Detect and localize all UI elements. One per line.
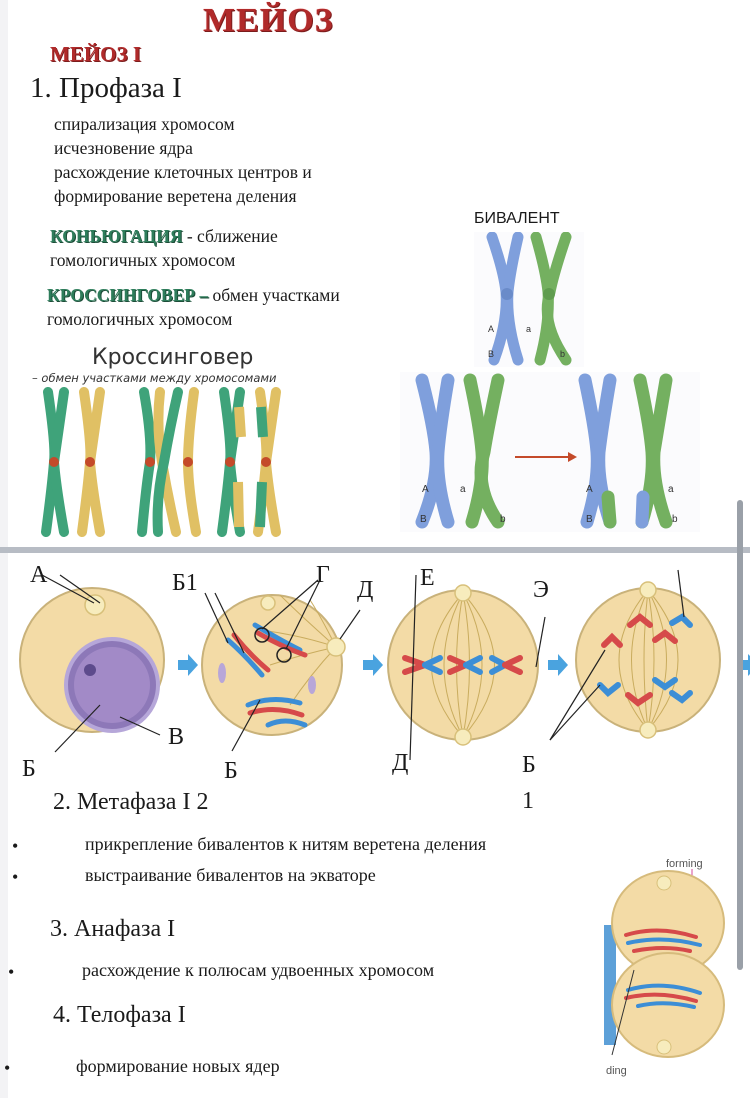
meiosis-stages-illustration — [19, 569, 750, 761]
metaphase-item: выстраивание бивалентов на экваторе — [85, 865, 376, 885]
bullet: • — [4, 1058, 11, 1078]
allele-label: B — [488, 349, 494, 359]
metaphase-item: прикрепление бивалентов к нитям веретена… — [85, 834, 487, 854]
allele-label: B — [586, 514, 593, 525]
prophase-line: расхождение клеточных центров и — [54, 162, 312, 182]
label-a: А — [30, 562, 48, 588]
allele-label: b — [560, 349, 565, 359]
allele-label: A — [586, 484, 593, 495]
telophase-bottom-label: ding — [606, 1065, 627, 1077]
crossing-over-exchange-illustration: A a B b A a B b — [400, 372, 700, 532]
crossing-figure-caption: – обмен участками между хромосомами — [32, 371, 277, 385]
anaphase-heading: 3. Анафаза I — [50, 916, 176, 942]
allele-label: a — [460, 484, 466, 495]
conjugation-term: КОНЬЮГАЦИЯ — [50, 226, 183, 246]
prophase-list: спирализация хромосом исчезновение ядра … — [54, 112, 312, 208]
label-b-3-suffix: 1 — [522, 788, 534, 814]
crossing-text-line2: гомологичных хромосом — [47, 309, 233, 329]
label-b-3: Б — [522, 752, 536, 778]
metaphase-heading-text: 2. Метафаза I — [53, 789, 191, 815]
allele-label: A — [488, 324, 494, 334]
label-d-top: Д — [357, 577, 374, 603]
label-b-2-suffix: 2 — [196, 789, 209, 815]
crossing-definition: КРОССИНГОВЕР – обмен участками гомологич… — [47, 283, 340, 331]
label-d-bottom: Д — [392, 750, 409, 776]
section-divider — [0, 547, 750, 553]
metaphase-heading: 2. Метафаза I 2 — [53, 789, 208, 816]
allele-label: a — [668, 484, 674, 495]
crossing-over-illustration — [41, 387, 281, 537]
allele-label: a — [526, 324, 531, 334]
anaphase-item: расхождение к полюсам удвоенных хромосом — [82, 960, 435, 980]
crossing-figure-title: Кроссинговер — [92, 345, 254, 370]
bullet: • — [12, 836, 19, 856]
bullet: • — [8, 962, 15, 982]
conjugation-text-line2: гомологичных хромосом — [50, 250, 236, 270]
label-v: В — [168, 724, 185, 750]
scrollbar-thumb[interactable] — [737, 500, 743, 970]
label-g: Г — [316, 562, 330, 588]
label-b-2: Б — [224, 758, 238, 784]
allele-label: A — [422, 484, 429, 495]
conjugation-text: - сближение — [182, 226, 278, 246]
telophase-top-label: forming — [666, 858, 703, 870]
bullet: • — [12, 867, 19, 887]
crossing-text: обмен участками — [208, 285, 340, 305]
bivalent-label: БИВАЛЕНТ — [474, 210, 560, 227]
prophase-line: формирование веретена деления — [54, 186, 297, 206]
bivalent-illustration: A a B b — [474, 232, 584, 367]
conjugation-definition: КОНЬЮГАЦИЯ - сближение гомологичных хром… — [50, 224, 278, 272]
prophase-line: исчезновение ядра — [54, 138, 193, 158]
label-e2: Э — [533, 577, 549, 603]
prophase-line: спирализация хромосом — [54, 114, 235, 134]
telophase-heading: 4. Телофаза I — [53, 1002, 186, 1028]
crossing-term: КРОССИНГОВЕР – — [47, 285, 209, 305]
label-b-1: Б — [22, 756, 36, 782]
telophase-illustration: forming ding — [604, 855, 728, 1080]
prophase-heading: 1. Профаза I — [30, 72, 182, 104]
telophase-item: формирование новых ядер — [76, 1056, 280, 1076]
allele-label: B — [420, 514, 427, 525]
label-e: Е — [420, 565, 435, 591]
allele-label: b — [672, 514, 678, 525]
page-title: МЕЙОЗ — [203, 2, 334, 39]
label-b1: Б1 — [172, 570, 198, 596]
section-title: МЕЙОЗ I — [50, 42, 142, 66]
allele-label: b — [500, 514, 506, 525]
